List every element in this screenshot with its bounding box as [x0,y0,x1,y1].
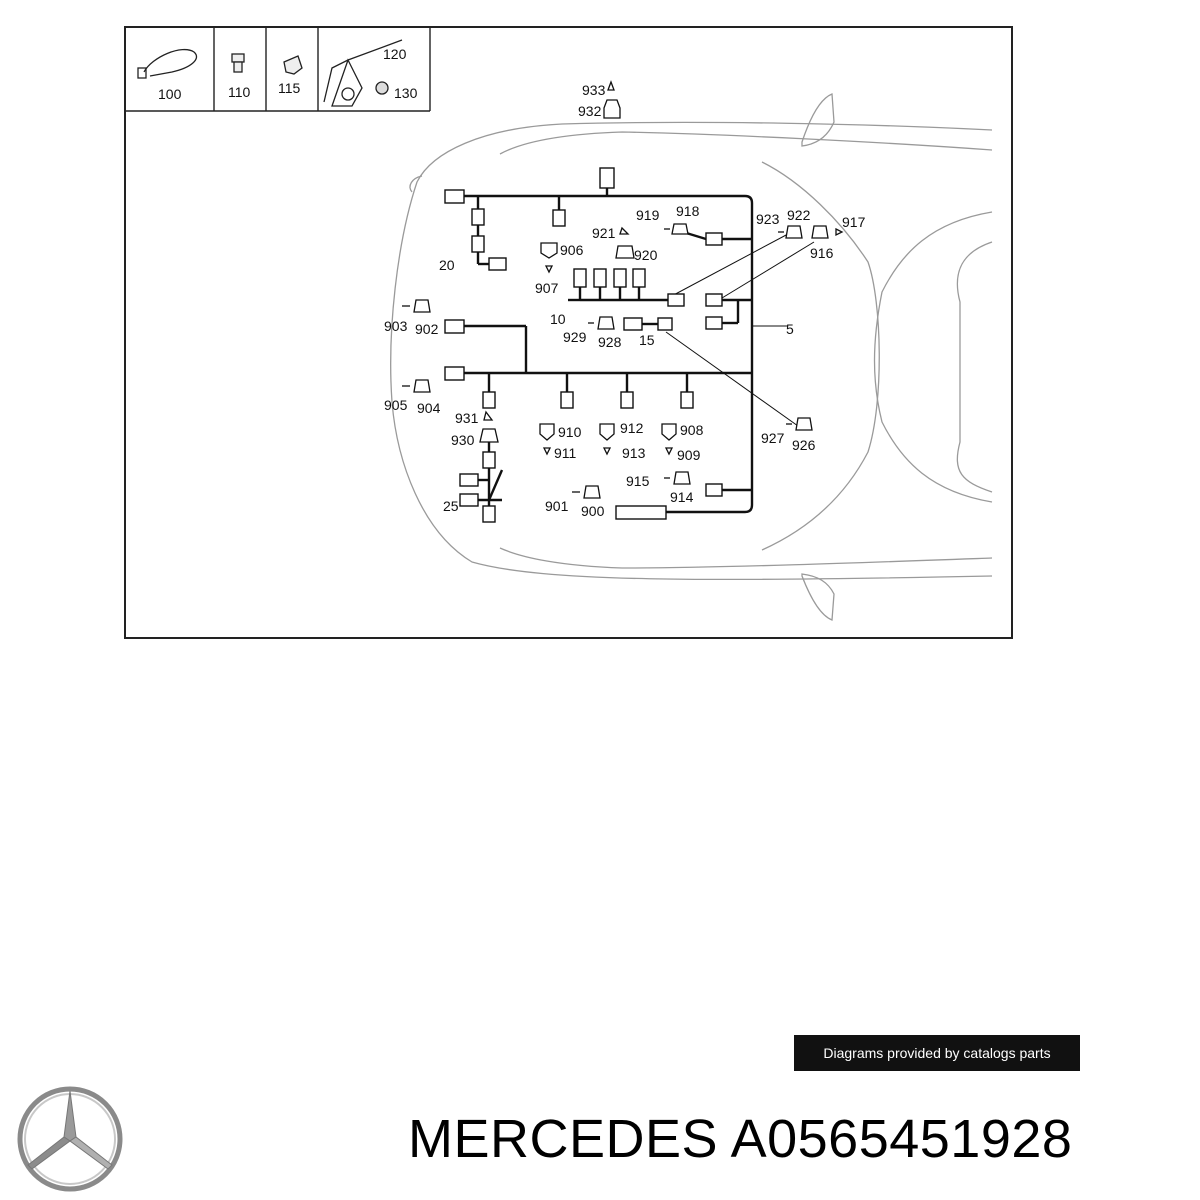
bracket-icon [323,39,403,107]
accessory-label-110: 110 [228,84,251,100]
callout-919: 919 [636,207,660,223]
parts-diagram-frame: 100 110 115 120 130 [124,26,1013,639]
callout-920: 920 [634,247,658,263]
accessory-strip [126,28,431,112]
mercedes-star-logo [17,1086,123,1192]
callout-902: 902 [415,321,439,337]
callout-931: 931 [455,410,479,426]
callout-910: 910 [558,424,582,440]
callout-901: 901 [545,498,569,514]
cable-tie-icon [137,48,198,79]
wiring-harness-diagram: 100 110 115 120 130 [126,28,993,621]
callout-912: 912 [620,420,644,436]
credit-badge: Diagrams provided by catalogs parts [794,1035,1080,1071]
callout-921: 921 [592,225,616,241]
bolt-icon [231,53,245,73]
callout-927: 927 [761,430,785,446]
callout-20: 20 [439,257,455,273]
callout-928: 928 [598,334,622,350]
clip-icon [283,55,303,75]
callout-933: 933 [582,82,606,98]
callout-914: 914 [670,489,694,505]
callout-932: 932 [578,103,602,119]
callout-913: 913 [622,445,646,461]
accessory-label-130: 130 [394,85,418,101]
callout-10: 10 [550,311,566,327]
connector-blocks [444,167,723,523]
accessory-label-120: 120 [383,46,407,62]
callout-labels: 933 932 919 918 923 922 917 921 906 920 … [384,82,866,519]
callout-917: 917 [842,214,866,230]
part-number: A0565451928 [730,1109,1073,1169]
callout-908: 908 [680,422,704,438]
callout-25: 25 [443,498,459,514]
leader-lines [665,233,815,427]
callout-907: 907 [535,280,559,296]
callout-926: 926 [792,437,816,453]
callout-930: 930 [451,432,475,448]
car-body-outline [390,93,993,621]
brand-part-title: MERCEDES A0565451928 [408,1108,1072,1170]
callout-929: 929 [563,329,587,345]
callout-916: 916 [810,245,834,261]
callout-909: 909 [677,447,701,463]
callout-905: 905 [384,397,408,413]
callout-922: 922 [787,207,811,223]
callout-903: 903 [384,318,408,334]
terminal-symbols [402,80,844,499]
callout-911: 911 [554,445,577,461]
callout-904: 904 [417,400,441,416]
callout-918: 918 [676,203,700,219]
callout-5: 5 [786,321,794,337]
callout-923: 923 [756,211,780,227]
callout-915: 915 [626,473,650,489]
callout-906: 906 [560,242,584,258]
accessory-label-115: 115 [278,80,301,96]
callout-15: 15 [639,332,655,348]
accessory-label-100: 100 [158,86,182,102]
brand-name: MERCEDES [408,1109,719,1169]
callout-900: 900 [581,503,605,519]
